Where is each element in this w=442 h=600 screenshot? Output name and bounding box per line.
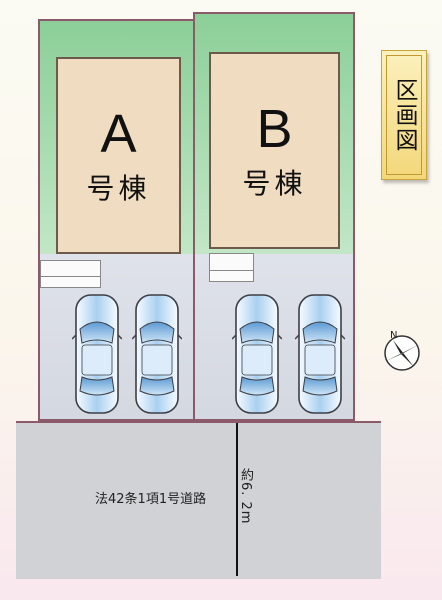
car-4 (295, 294, 345, 414)
house-a-letter: A (100, 104, 137, 164)
page-title: 区画図 (386, 55, 422, 175)
road-label: 法42条1項1号道路 (95, 492, 207, 507)
road-width-label: 約6. 2m (238, 468, 253, 525)
step (209, 270, 254, 282)
road-width-dimension-line (236, 423, 238, 576)
compass-icon: N (384, 330, 420, 371)
house-a-label: 号棟 (86, 172, 151, 205)
house-b-letter: B (256, 99, 293, 159)
house-b: B 号棟 (209, 52, 340, 249)
step (40, 276, 101, 288)
car-3 (232, 294, 282, 414)
house-a: A 号棟 (56, 57, 181, 254)
title-sign: 区画図 (381, 50, 427, 180)
car-1 (72, 294, 122, 414)
house-b-label: 号棟 (242, 167, 307, 200)
road (16, 421, 381, 579)
car-2 (132, 294, 182, 414)
step (209, 253, 254, 271)
compass-north-label: N (390, 330, 397, 341)
